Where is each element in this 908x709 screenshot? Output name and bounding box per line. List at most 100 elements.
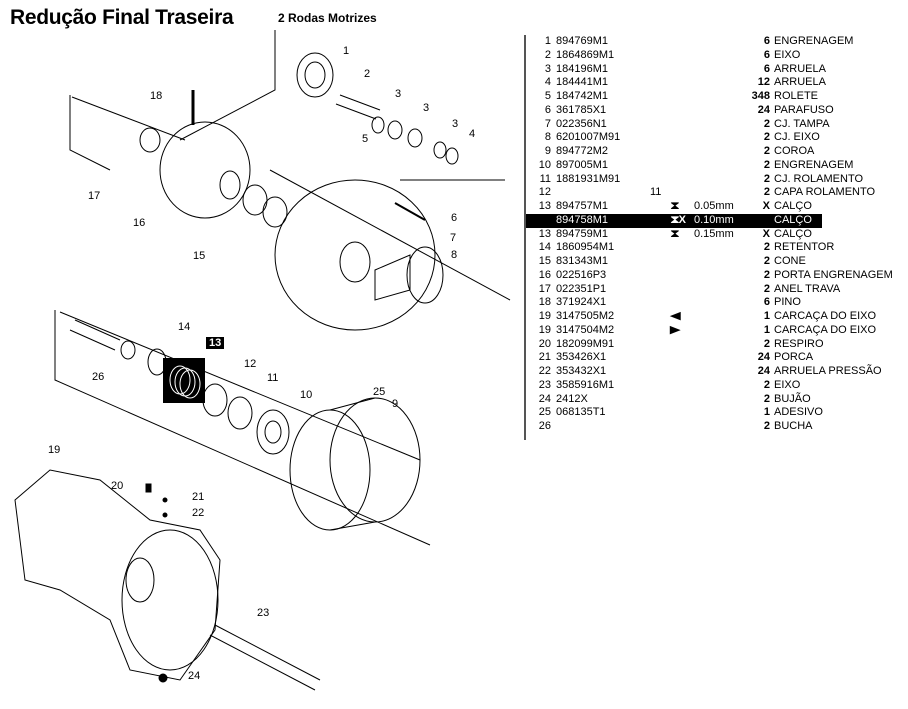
callout-20: 20 bbox=[111, 480, 124, 492]
shim-icon: ⧗ bbox=[669, 227, 680, 240]
part-number: 3147504M2 bbox=[556, 323, 615, 336]
callout-18: 18 bbox=[150, 90, 163, 102]
part-number: 831343M1 bbox=[556, 255, 608, 267]
callout-16: 16 bbox=[133, 217, 146, 229]
quantity: 2 bbox=[763, 378, 770, 391]
item-number: 24 bbox=[538, 392, 551, 405]
description: EIXO bbox=[774, 378, 801, 391]
item-number: 9 bbox=[544, 145, 551, 157]
description: ADESIVO bbox=[774, 406, 823, 419]
shim-size: 0.05mm bbox=[694, 200, 734, 212]
description: CARCAÇA DO EIXO bbox=[774, 310, 877, 322]
parts-row[interactable]: 24 2412X 2 BUJÃO bbox=[526, 393, 906, 407]
quantity: 6 bbox=[763, 35, 770, 47]
part-number: 182099M91 bbox=[556, 337, 615, 350]
quantity: X bbox=[762, 227, 770, 240]
description: PINO bbox=[774, 296, 801, 309]
callout-24: 24 bbox=[188, 670, 201, 682]
callout-25: 25 bbox=[373, 386, 386, 398]
description: CONE bbox=[774, 255, 806, 267]
item-number: 5 bbox=[544, 90, 551, 102]
part-number: 184441M1 bbox=[556, 76, 608, 89]
shim-icon: ⧗ bbox=[669, 200, 680, 212]
callout-1: 1 bbox=[343, 45, 350, 57]
part-number: 353426X1 bbox=[556, 351, 607, 364]
part-number: 022356N1 bbox=[556, 117, 607, 130]
callout-15: 15 bbox=[193, 250, 206, 262]
shim-size: 0.10mm bbox=[694, 213, 734, 226]
quantity: 2 bbox=[763, 268, 770, 281]
description: CJ. ROLAMENTO bbox=[774, 172, 864, 185]
callout-26: 26 bbox=[92, 371, 105, 383]
callout-3: 3 bbox=[452, 118, 459, 130]
quantity: 2 bbox=[763, 145, 770, 157]
description: CJ. TAMPA bbox=[774, 117, 830, 130]
callout-12: 12 bbox=[244, 358, 257, 370]
quantity: 2 bbox=[763, 392, 770, 405]
description: CALÇO bbox=[774, 200, 812, 212]
item-number: 13 bbox=[454, 213, 467, 226]
part-number: 6201007M91 bbox=[556, 131, 621, 144]
quantity: 2 bbox=[763, 186, 770, 199]
description: PORTA ENGRENAGEM bbox=[774, 268, 893, 281]
description: COROA bbox=[774, 145, 815, 157]
part-number: 361785X1 bbox=[556, 103, 607, 116]
callout-14: 14 bbox=[178, 321, 191, 333]
description: CALÇO bbox=[774, 227, 812, 240]
part-number: 2412X bbox=[556, 392, 588, 405]
quantity: 2 bbox=[763, 172, 770, 185]
description: ENGRENAGEM bbox=[774, 35, 854, 47]
callout-3: 3 bbox=[423, 102, 430, 114]
item-number: 2 bbox=[544, 48, 551, 61]
quantity: X bbox=[762, 200, 770, 212]
item-number: 19 bbox=[538, 323, 551, 336]
quantity: 1 bbox=[763, 310, 770, 322]
description: BUJÃO bbox=[774, 392, 811, 405]
part-number: 184196M1 bbox=[556, 62, 608, 75]
part-number: 184742M1 bbox=[556, 90, 608, 102]
description: CALÇO bbox=[774, 213, 812, 226]
item-number: 4 bbox=[544, 76, 551, 89]
item-number: 17 bbox=[538, 282, 551, 295]
callout-23: 23 bbox=[257, 607, 270, 619]
description: PORCA bbox=[774, 351, 814, 364]
description: CARCAÇA DO EIXO bbox=[774, 323, 877, 336]
part-number: 894769M1 bbox=[556, 35, 608, 47]
callout-4: 4 bbox=[469, 128, 476, 140]
part-number: 894757M1 bbox=[556, 200, 608, 212]
callout-19: 19 bbox=[48, 444, 61, 456]
callout-7: 7 bbox=[450, 232, 457, 244]
part-number: 022351P1 bbox=[556, 282, 607, 295]
callout-10: 10 bbox=[300, 389, 313, 401]
